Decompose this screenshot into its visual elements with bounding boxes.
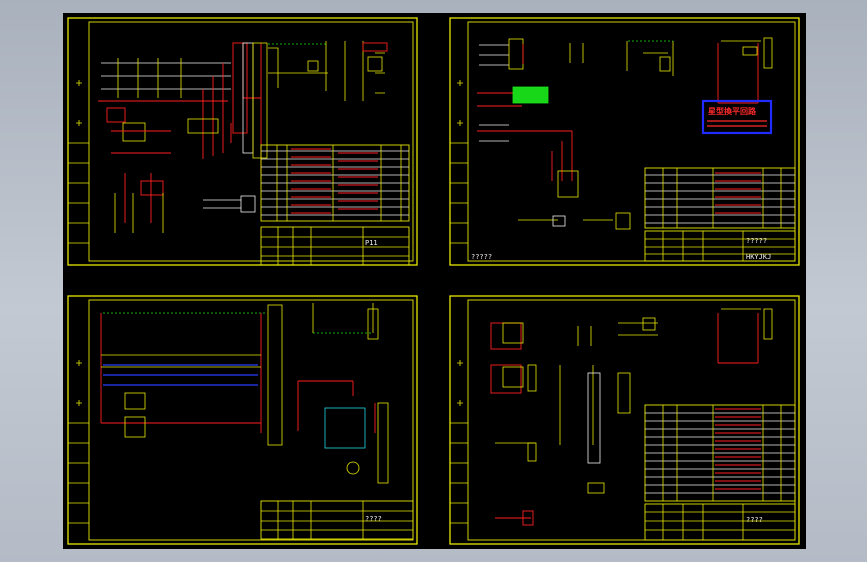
sheet-4[interactable]: ????	[449, 295, 800, 545]
note-box-title: 星型換平回路	[708, 106, 757, 116]
electrical-schematic-sheets: P11 星型換平回路	[67, 17, 800, 545]
note-box-star-delta-circuit: 星型換平回路	[701, 99, 773, 135]
sheet-2[interactable]: 星型換平回路 ????? HKYJKJ ?????	[449, 17, 800, 266]
sheet-2-title-text: ?????	[746, 237, 767, 245]
sheet-1-label: P11	[365, 239, 378, 247]
sheet-1[interactable]: P11	[67, 17, 418, 266]
sheet-4-label: ????	[746, 516, 763, 524]
sheet-2-corner-code: ?????	[471, 253, 492, 261]
sheet-2-footer-code: HKYJKJ	[746, 253, 771, 261]
sheet-3[interactable]: ????	[67, 295, 418, 545]
sheet-3-label: ????	[365, 515, 382, 523]
cad-drawing-viewport[interactable]: P11 星型換平回路	[63, 13, 806, 549]
